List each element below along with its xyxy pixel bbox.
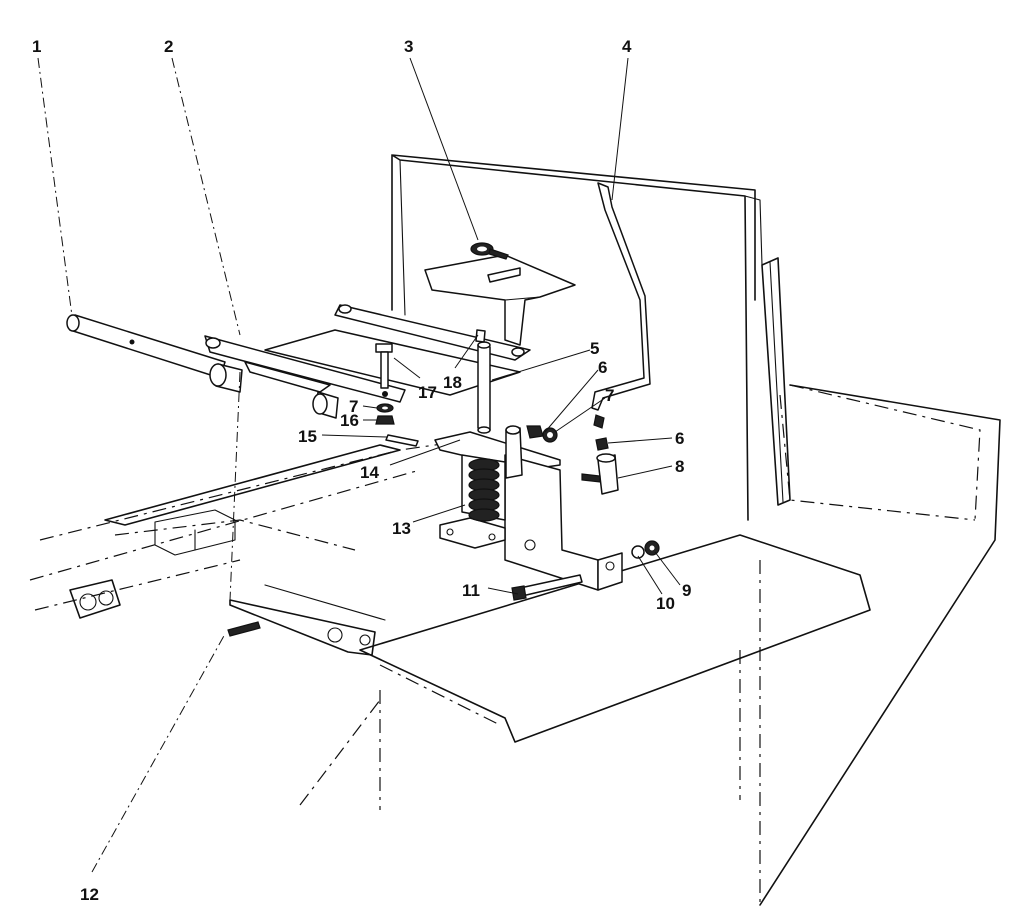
- machine-frame: [29, 154, 1001, 906]
- callout-2: 2: [164, 37, 173, 56]
- callout-1: 1: [32, 37, 41, 56]
- bar-part-15: [385, 434, 419, 447]
- bolt-part-11: [511, 574, 583, 601]
- callout-8: 8: [675, 457, 684, 476]
- pin-part-5: [477, 341, 491, 434]
- callout-18: 18: [443, 373, 462, 392]
- linkage-rod-part-4: [591, 182, 651, 429]
- callout-6a: 6: [598, 358, 607, 377]
- callout-15: 15: [298, 427, 317, 446]
- callout-11: 11: [462, 581, 480, 600]
- callout-13: 13: [392, 519, 411, 538]
- washer-nut-7-16: [375, 403, 395, 425]
- callout-labels: 1 2 3 4 5 6 7 6 8 9 10 11 12 13 14 15 16…: [32, 37, 691, 904]
- callout-10: 10: [656, 594, 675, 613]
- callout-3: 3: [404, 37, 413, 56]
- rod-end-part-8: [581, 453, 619, 495]
- clip-part-3: [470, 242, 509, 260]
- callout-4: 4: [622, 37, 632, 56]
- spring-bracket-assembly: [434, 425, 623, 591]
- lever-arm-part-2: [204, 335, 406, 419]
- callout-5: 5: [590, 339, 599, 358]
- callout-9: 9: [682, 581, 691, 600]
- callout-7b: 7: [349, 397, 358, 416]
- callout-17: 17: [418, 383, 437, 402]
- shaft-part-1: [66, 314, 226, 379]
- pin-part-12: [227, 621, 261, 637]
- bolt-part-17: [375, 343, 393, 389]
- nut-washer-9-10: [631, 540, 660, 559]
- callout-6b: 6: [675, 429, 684, 448]
- callout-7a: 7: [605, 386, 614, 405]
- leader-lines: [37, 57, 681, 873]
- callout-12: 12: [80, 885, 99, 904]
- callout-14: 14: [360, 463, 379, 482]
- nuts-washers-6-7: [526, 425, 609, 451]
- callout-16: 16: [340, 411, 359, 430]
